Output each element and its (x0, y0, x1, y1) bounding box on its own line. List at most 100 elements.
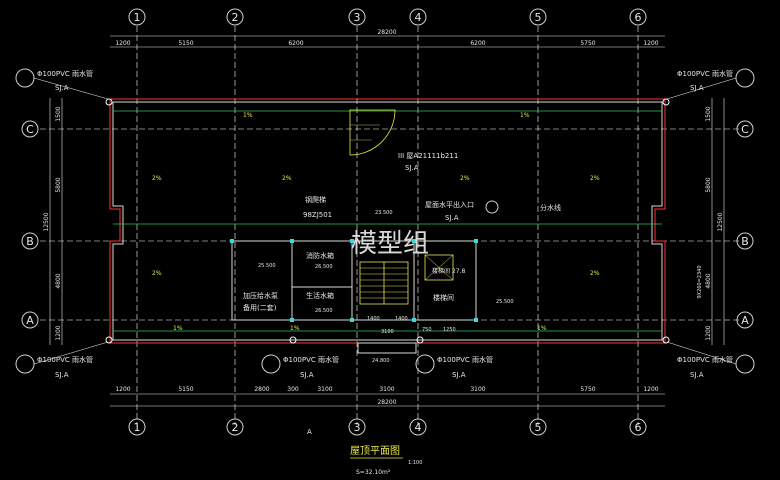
column-grid-lines (136, 26, 639, 425)
svg-text:1250: 1250 (443, 327, 456, 333)
svg-text:1500: 1500 (55, 106, 62, 121)
entrance-bump (357, 342, 417, 354)
roof-detail-arc: III 屋A21111b211 SJ.A (349, 109, 458, 172)
roof-entrance-label: 屋面水平出入口 SJ.A (425, 200, 499, 222)
svg-text:4800: 4800 (705, 273, 712, 288)
svg-text:SJ.A: SJ.A (690, 371, 704, 379)
svg-text:1%: 1% (290, 325, 300, 332)
section-mark: A (307, 428, 312, 436)
svg-text:SJ.A: SJ.A (300, 371, 314, 379)
svg-text:750: 750 (422, 327, 432, 333)
axis-label-6: 6 (635, 11, 642, 24)
svg-text:28200: 28200 (377, 29, 396, 36)
svg-text:1400: 1400 (367, 316, 380, 322)
svg-text:加压给水泵: 加压给水泵 (243, 291, 278, 300)
svg-text:6200: 6200 (470, 40, 485, 47)
svg-text:2%: 2% (152, 270, 162, 277)
svg-text:5: 5 (535, 421, 542, 434)
svg-text:4: 4 (415, 421, 422, 434)
pipe-label-top-right: Φ100PVC 雨水管 SJ.A (666, 68, 755, 100)
svg-text:1500: 1500 (705, 106, 712, 121)
drawing-scale: 1:100 (408, 460, 422, 466)
svg-text:2%: 2% (282, 175, 292, 182)
svg-text:SJ.A: SJ.A (452, 371, 466, 379)
axis-label-2: 2 (232, 11, 239, 24)
svg-text:5800: 5800 (705, 177, 712, 192)
svg-text:25.500: 25.500 (258, 263, 276, 269)
svg-text:3100: 3100 (379, 386, 394, 393)
svg-text:SJ.A: SJ.A (690, 84, 704, 92)
svg-text:1200: 1200 (115, 40, 130, 47)
svg-text:3: 3 (354, 421, 361, 434)
svg-text:4800: 4800 (55, 273, 62, 288)
pipe-label-bottom-left: Φ100PVC 雨水管 SJ.A (15, 341, 109, 379)
pipe-label-bottom-mid2: Φ100PVC 雨水管 SJ.A (415, 354, 493, 379)
svg-text:1200: 1200 (705, 325, 712, 340)
svg-text:1200: 1200 (643, 40, 658, 47)
axis-label-C: C (26, 123, 34, 136)
stairs (359, 254, 454, 305)
drain-markers (105, 98, 670, 344)
axis-label-5: 5 (535, 11, 542, 24)
svg-text:A: A (741, 314, 749, 327)
pipe-label-top-left: Φ100PVC 雨水管 SJ.A (15, 68, 109, 100)
svg-text:28200: 28200 (377, 399, 396, 406)
bottom-dimensions: 1200 5150 2800 300 3100 3100 3100 5750 1… (110, 386, 665, 407)
svg-text:Φ100PVC 雨水管: Φ100PVC 雨水管 (37, 69, 93, 78)
axis-label-4: 4 (415, 11, 422, 24)
svg-text:III 屋A21111b211: III 屋A21111b211 (398, 152, 458, 160)
drawing-area: S=32.10m² (356, 469, 391, 476)
axis-label-A: A (26, 314, 34, 327)
svg-text:消防水箱: 消防水箱 (306, 251, 334, 260)
svg-text:6: 6 (635, 421, 642, 434)
drawing-title: 屋顶平面图 (350, 445, 400, 457)
svg-text:SJ.A: SJ.A (55, 371, 69, 379)
pipe-label-bottom-right: Φ100PVC 雨水管 SJ.A (666, 341, 755, 379)
central-rooms (230, 239, 478, 322)
svg-text:楼梯间: 楼梯间 (433, 293, 454, 302)
svg-text:5150: 5150 (178, 386, 193, 393)
svg-text:3100: 3100 (381, 329, 394, 335)
right-dimensions: 12500 1500 5800 4800 1200 (705, 98, 725, 345)
svg-text:Φ100PVC 雨水管: Φ100PVC 雨水管 (677, 355, 733, 364)
svg-text:2800: 2800 (254, 386, 269, 393)
svg-text:1%: 1% (520, 112, 530, 119)
top-dimensions: 28200 1200 5150 6200 6200 5750 1200 (110, 29, 665, 48)
svg-text:2%: 2% (590, 175, 600, 182)
svg-text:钢爬梯: 钢爬梯 (305, 195, 326, 204)
svg-text:分水线: 分水线 (540, 203, 561, 212)
svg-text:6200: 6200 (288, 40, 303, 47)
svg-text:1%: 1% (537, 325, 547, 332)
misc-dimensions: 1400 1400 750 1250 3100 9X260=2340 (367, 265, 703, 335)
column-bubbles-bottom: 1 2 3 4 5 6 (128, 418, 647, 436)
svg-text:1400: 1400 (395, 316, 408, 322)
axis-label-3: 3 (354, 11, 361, 24)
svg-text:1200: 1200 (115, 386, 130, 393)
svg-text:SJ.A: SJ.A (445, 214, 459, 222)
svg-text:5750: 5750 (580, 40, 595, 47)
svg-text:23.500: 23.500 (375, 210, 393, 216)
svg-text:SJ.A: SJ.A (405, 164, 419, 172)
slope-markers: 1% 1% 1% 1% 1% 2% 2% 2% 2% 2% 2% (152, 112, 600, 332)
left-dimensions: 12500 1500 5800 4800 1200 (43, 98, 63, 345)
svg-text:B: B (741, 235, 749, 248)
divide-line-label: 分水线 (540, 203, 561, 212)
svg-text:楼梯间 27.8: 楼梯间 27.8 (432, 267, 465, 275)
svg-text:98ZJ501: 98ZJ501 (303, 211, 332, 219)
svg-text:26.500: 26.500 (315, 308, 333, 314)
svg-text:2%: 2% (152, 175, 162, 182)
svg-text:1200: 1200 (643, 386, 658, 393)
svg-text:26.500: 26.500 (315, 264, 333, 270)
svg-text:3100: 3100 (317, 386, 332, 393)
svg-text:2: 2 (232, 421, 239, 434)
room-labels: 消防水箱 生活水箱 加压给水泵 备用(二套) 楼梯间 楼梯间 27.8 (243, 251, 465, 312)
svg-text:3100: 3100 (470, 386, 485, 393)
svg-text:Φ100PVC 雨水管: Φ100PVC 雨水管 (437, 355, 493, 364)
svg-text:1%: 1% (243, 112, 253, 119)
svg-text:Φ100PVC 雨水管: Φ100PVC 雨水管 (677, 69, 733, 78)
svg-text:12500: 12500 (43, 212, 50, 231)
svg-text:备用(二套): 备用(二套) (243, 303, 277, 312)
svg-text:5800: 5800 (55, 177, 62, 192)
svg-text:1: 1 (134, 421, 141, 434)
